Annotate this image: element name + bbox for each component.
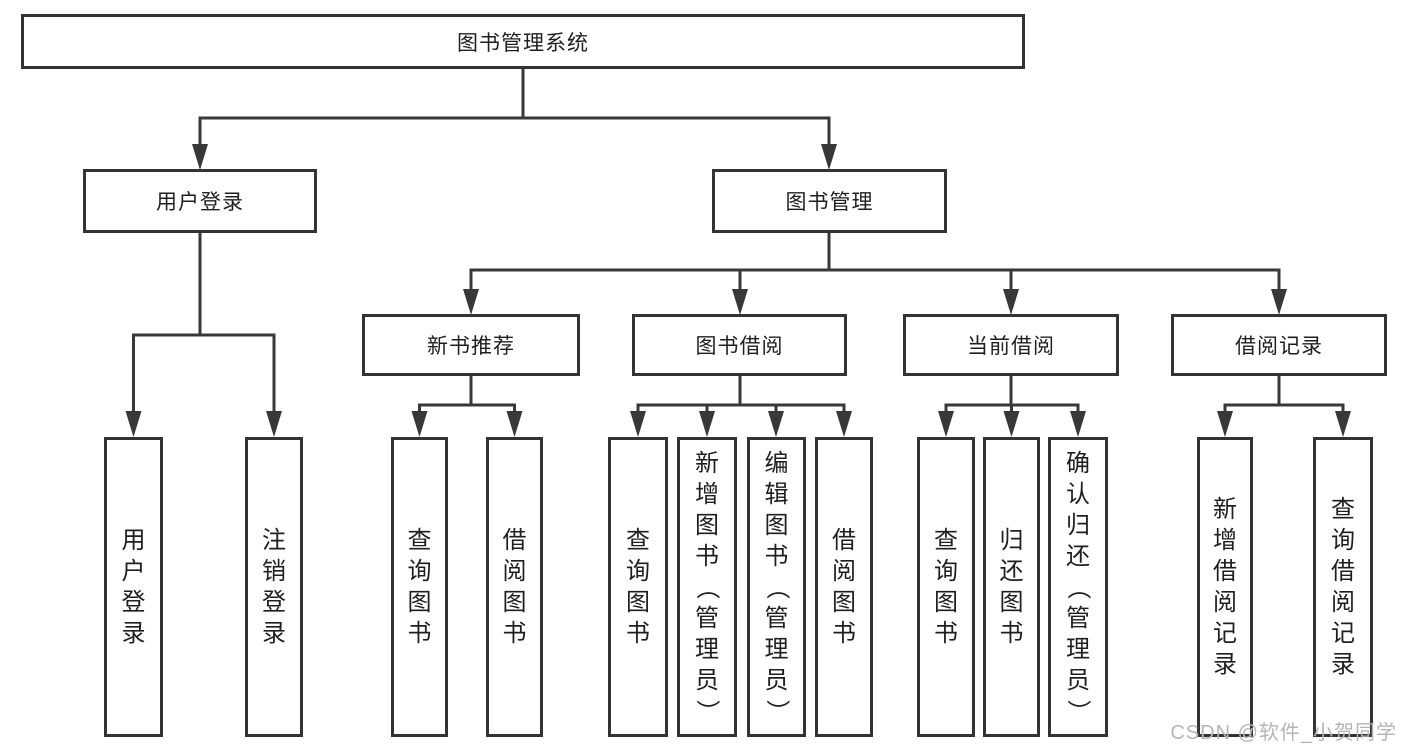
arrow-down-icon — [1070, 411, 1086, 437]
leaf-borrow-books-1: 借阅图书 — [486, 437, 543, 737]
arrow-down-icon — [1271, 289, 1287, 315]
leaf-confirm-return-admin: 确认归还（管理员） — [1048, 437, 1108, 737]
leaf-query-books-1: 查询图书 — [391, 437, 448, 737]
arrow-down-icon — [938, 411, 954, 437]
arrow-down-icon — [125, 411, 142, 437]
watermark: CSDN @软件_小贺同学 — [1170, 722, 1397, 744]
arrow-down-icon — [266, 411, 282, 437]
arrow-down-icon — [1003, 411, 1020, 437]
arrow-down-icon — [836, 411, 852, 437]
leaf-logout: 注销登录 — [245, 437, 303, 737]
node-current-borrow: 当前借阅 — [903, 314, 1119, 376]
arrow-down-icon — [699, 411, 715, 437]
leaf-query-borrow-record: 查询借阅记录 — [1313, 437, 1373, 737]
node-user-login: 用户登录 — [83, 169, 317, 233]
arrow-down-icon — [821, 144, 837, 170]
arrow-down-icon — [630, 411, 646, 437]
arrow-down-icon — [1003, 289, 1019, 315]
arrow-down-icon — [1335, 411, 1351, 437]
arrow-down-icon — [1217, 411, 1233, 437]
arrow-down-icon — [192, 144, 208, 170]
leaf-query-books-3: 查询图书 — [917, 437, 975, 737]
node-book-management: 图书管理 — [712, 169, 947, 233]
node-borrow-records: 借阅记录 — [1171, 314, 1387, 376]
leaf-user-login: 用户登录 — [104, 437, 163, 737]
arrow-down-icon — [732, 289, 748, 315]
arrow-down-icon — [411, 411, 428, 437]
arrow-down-icon — [506, 411, 523, 437]
arrow-down-icon — [463, 289, 479, 315]
node-root: 图书管理系统 — [21, 14, 1025, 69]
leaf-borrow-books-2: 借阅图书 — [815, 437, 873, 737]
arrow-down-icon — [768, 411, 784, 437]
leaf-return-books: 归还图书 — [983, 437, 1040, 737]
leaf-add-book-admin: 新增图书（管理员） — [677, 437, 737, 737]
node-new-book-recommend: 新书推荐 — [362, 314, 580, 376]
leaf-query-books-2: 查询图书 — [608, 437, 668, 737]
leaf-edit-book-admin: 编辑图书（管理员） — [747, 437, 806, 737]
leaf-add-borrow-record: 新增借阅记录 — [1197, 437, 1253, 737]
node-book-borrow: 图书借阅 — [632, 314, 847, 376]
